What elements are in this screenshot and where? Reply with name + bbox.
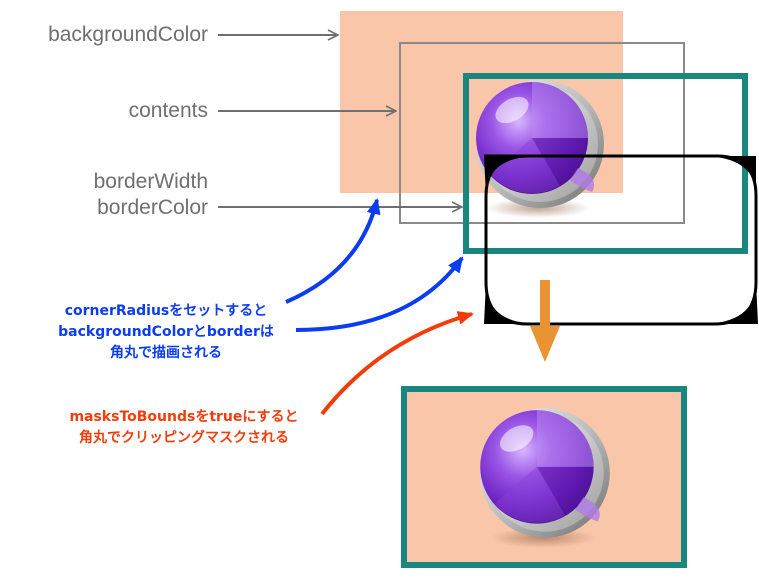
corner-radius-outline bbox=[484, 154, 758, 326]
corner-radius-arrow-1 bbox=[285, 198, 381, 304]
border-width-label: borderWidth bbox=[93, 170, 208, 193]
down-arrow-icon bbox=[530, 280, 560, 362]
result-panel bbox=[401, 386, 687, 568]
corner-radius-note-line-3: 角丸で描画される bbox=[110, 345, 222, 361]
corner-radius-note: cornerRadiusをセットすると backgroundColorとbord… bbox=[48, 301, 284, 364]
masks-to-bounds-note-line-2: 角丸でクリッピングマスクされる bbox=[79, 430, 289, 446]
background-color-label: backgroundColor bbox=[48, 23, 208, 46]
masks-to-bounds-arrow bbox=[320, 311, 474, 416]
contents-frame bbox=[399, 42, 685, 224]
border-color-label: borderColor bbox=[97, 196, 208, 219]
corner-radius-note-line-1: cornerRadiusをセットすると bbox=[64, 303, 268, 319]
masks-to-bounds-note: masksToBoundsをtrueにすると 角丸でクリッピングマスクされる bbox=[56, 407, 312, 449]
purple-glass-sphere-icon bbox=[476, 80, 604, 218]
contents-label: contents bbox=[128, 99, 208, 122]
masks-to-bounds-note-line-1: masksToBoundsをtrueにすると bbox=[69, 409, 299, 425]
corner-radius-note-line-2: backgroundColorとborderは bbox=[58, 324, 274, 340]
corner-radius-arrow-2 bbox=[295, 256, 464, 332]
